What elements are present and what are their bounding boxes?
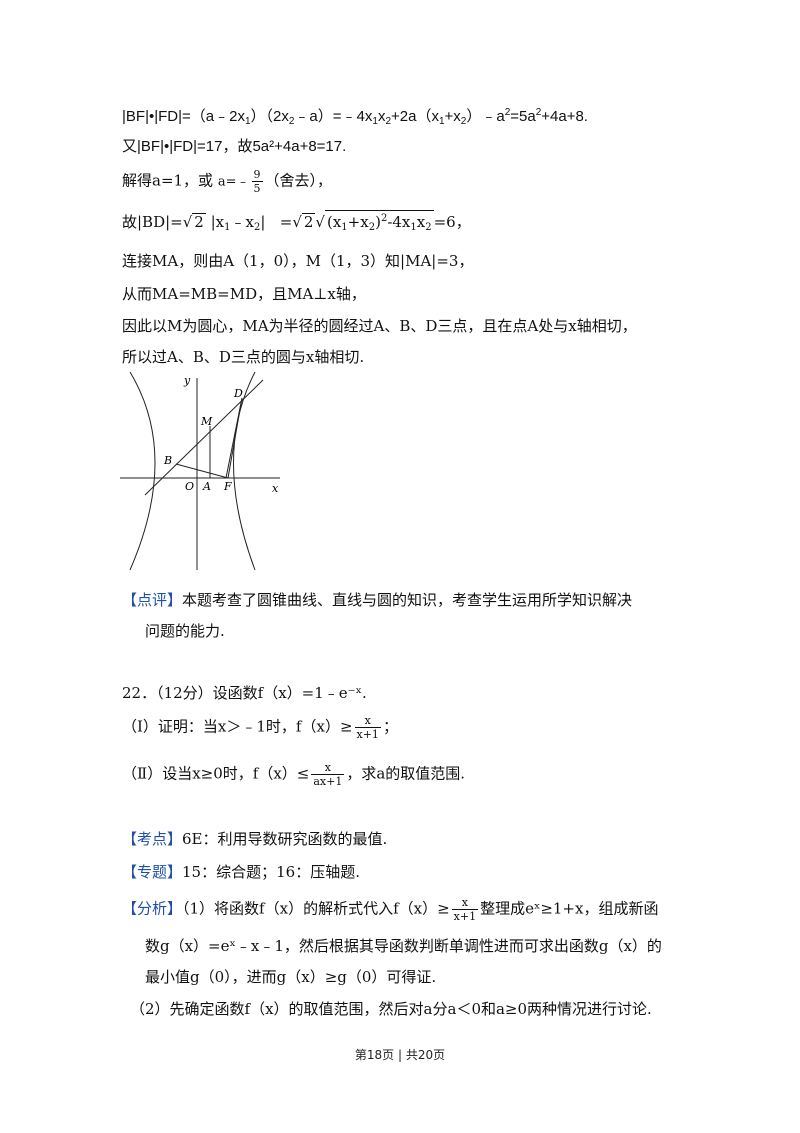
problem-22-title: 22．（12分）设函数f（x）=1﹣e⁻ˣ. <box>122 684 367 702</box>
segment-bf <box>175 463 229 479</box>
label-y: y <box>183 374 191 387</box>
equation-bd-length: 故|BD|=√2 |x1﹣x2| =√2√(x1+x2)2-4x1x2=6， <box>122 210 471 238</box>
label-a: A <box>202 480 211 493</box>
label-f: F <box>223 480 232 493</box>
label-d: D <box>233 387 243 400</box>
review-line-2: 问题的能力. <box>145 622 225 640</box>
page-footer: 第18页 | 共20页 <box>354 1048 446 1062</box>
segment-d-f2 <box>225 397 243 479</box>
review-tag: 【点评】 <box>122 591 183 609</box>
fenxi-line-4: （2）先确定函数f（x）的取值范围，然后对a分a＜0和a≥0两种情况进行讨论. <box>130 1000 652 1018</box>
hyperbola-right-branch <box>233 371 256 571</box>
label-x: x <box>272 482 279 495</box>
hyperbola-left-branch <box>129 371 156 571</box>
label-b: B <box>163 454 172 467</box>
label-m: M <box>200 415 213 428</box>
frac-den: 5 <box>253 182 261 195</box>
label-o: O <box>185 480 194 493</box>
text-circle-through-abd: 因此以M为圆心，MA为半径的圆经过A、B、D三点，且在点A处与x轴相切， <box>122 317 637 335</box>
text-connect-ma: 连接MA，则由A（1，0），M（1，3）知|MA|=3， <box>122 252 474 270</box>
review-line-1: 【点评】本题考查了圆锥曲线、直线与圆的知识，考查学生运用所学知识解决 <box>122 591 633 609</box>
equation-bf-fd-product: |BF|•|FD|=（a﹣2x1）（2x2﹣a）=﹣4x1x2+2a（x1+x2… <box>122 107 588 127</box>
hyperbola-figure: y x D M B O A F <box>120 371 280 571</box>
fenxi-line-2: 数g（x）=eˣ﹣x﹣1，然后根据其导函数判断单调性进而可求出函数g（x）的 <box>145 937 662 955</box>
text-ma-mb-md: 从而MA=MB=MD，且MA⊥x轴， <box>122 285 366 303</box>
fenxi-tag: 【分析】 <box>122 899 183 918</box>
kaodian-tag: 【考点】 <box>122 830 183 848</box>
line-bd <box>144 379 264 496</box>
zhuanti-tag: 【专题】 <box>122 863 183 881</box>
equation-bf-fd-17: 又|BF|•|FD|=17，故5a²+4a+8=17. <box>122 138 347 155</box>
zhuanti-line: 【专题】15：综合题；16：压轴题. <box>122 863 360 881</box>
text-conclusion-tangent: 所以过A、B、D三点的圆与x轴相切. <box>122 348 365 366</box>
frac-num: 9 <box>251 168 263 182</box>
kaodian-line: 【考点】6E：利用导数研究函数的最值. <box>122 830 388 848</box>
fenxi-line-3: 最小值g（0），进而g（x）≥g（0）可得证. <box>145 968 437 986</box>
